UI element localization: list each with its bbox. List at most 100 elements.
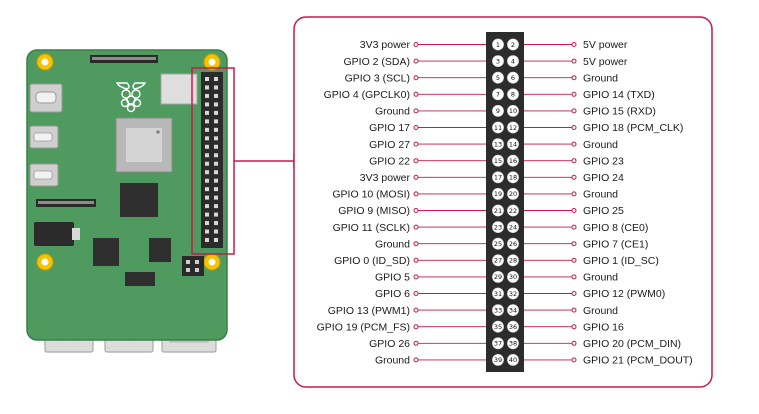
board-pin (205, 102, 209, 107)
board-pin (214, 178, 218, 183)
pin-marker (413, 307, 419, 313)
pin-marker (571, 42, 577, 47)
pin-23 (492, 221, 504, 233)
pin-marker (413, 291, 419, 296)
pin-marker (413, 158, 419, 164)
pin-marker (413, 58, 419, 64)
pin-marker (571, 241, 577, 247)
pin-2 (507, 38, 519, 51)
pin-marker (413, 174, 419, 180)
pin-label-left: GPIO 0 (ID_SD) (334, 255, 410, 267)
pin-label-right: GPIO 12 (PWM0) (583, 288, 665, 300)
pin-marker (571, 257, 577, 263)
pin-marker (571, 141, 577, 147)
pin-label-right: GPIO 16 (583, 321, 624, 333)
pin-number: 16 (509, 157, 517, 165)
board-pin (214, 195, 218, 200)
pin-number: 18 (509, 174, 517, 182)
pin-label-right: GPIO 1 (ID_SC) (583, 255, 659, 267)
pin-9 (492, 105, 504, 117)
raspberry-pi-board (26, 49, 235, 353)
pin-label-right: GPIO 8 (CE0) (583, 222, 648, 234)
board-pin (214, 119, 218, 124)
board-pin (205, 127, 209, 132)
pin-27 (492, 254, 504, 267)
pin-number: 13 (494, 140, 502, 148)
pin-label-right: GPIO 23 (583, 155, 624, 167)
pin-label-left: GPIO 3 (SCL) (345, 72, 410, 84)
pin-label-right: GPIO 21 (PCM_DOUT) (583, 355, 693, 367)
board-gpio-header (201, 72, 223, 248)
pin-39 (492, 353, 504, 366)
pin-35 (492, 320, 504, 333)
pin-label-left: GPIO 9 (MISO) (338, 205, 410, 217)
board-pin (214, 212, 218, 217)
pin-marker (413, 340, 419, 346)
pin-label-left: GPIO 2 (SDA) (343, 56, 410, 68)
pin-number: 1 (496, 41, 500, 49)
pin-number: 30 (509, 273, 517, 281)
pin-label-left: GPIO 17 (369, 122, 410, 134)
board-pin (205, 221, 209, 226)
pin-5 (492, 71, 504, 84)
board-pin (214, 170, 218, 175)
pin-15 (492, 154, 504, 167)
pin-36 (507, 320, 519, 333)
audio-jack (34, 222, 74, 246)
pin-label-left: GPIO 19 (PCM_FS) (317, 321, 410, 333)
board-pin (214, 221, 218, 226)
pin-label-right: 5V power (583, 56, 628, 68)
pin-number: 8 (511, 91, 515, 99)
pin-number: 39 (494, 356, 502, 364)
board-pin (205, 136, 209, 141)
pin-number: 38 (509, 340, 517, 348)
pin-marker (413, 191, 419, 197)
board-pin (205, 195, 209, 200)
pin-number: 6 (511, 74, 515, 82)
pin-number: 21 (494, 207, 502, 215)
pin-marker (571, 324, 577, 330)
pin-marker (413, 141, 419, 147)
mounting-hole (203, 253, 221, 271)
pin-number: 22 (509, 207, 517, 215)
pin-label-right: GPIO 20 (PCM_DIN) (583, 338, 681, 350)
pin-label-right: 5V power (583, 39, 628, 51)
pin-25 (492, 237, 504, 250)
pin-marker (571, 274, 577, 280)
pin-label-right: Ground (583, 305, 618, 317)
board-pin (214, 144, 218, 149)
board-pin (214, 204, 218, 209)
pin-31 (492, 287, 504, 300)
board-pin (214, 238, 218, 242)
board-pin (214, 110, 218, 115)
pin-marker (413, 125, 419, 130)
pin-number: 33 (494, 306, 502, 314)
board-pin (205, 85, 209, 90)
pin-number: 34 (509, 306, 517, 314)
poe-header (182, 256, 204, 276)
pin-label-left: 3V3 power (360, 172, 411, 184)
mounting-hole (36, 53, 54, 71)
small-chip (149, 238, 171, 262)
board-pin (214, 93, 218, 98)
pin-7 (492, 88, 504, 101)
board-pin (214, 77, 218, 81)
pin-number: 11 (494, 124, 502, 132)
pin-number: 23 (494, 223, 502, 231)
pin-number: 2 (511, 41, 515, 49)
board-pin (214, 229, 218, 234)
pin-number: 24 (509, 223, 517, 231)
board-pin (205, 178, 209, 183)
